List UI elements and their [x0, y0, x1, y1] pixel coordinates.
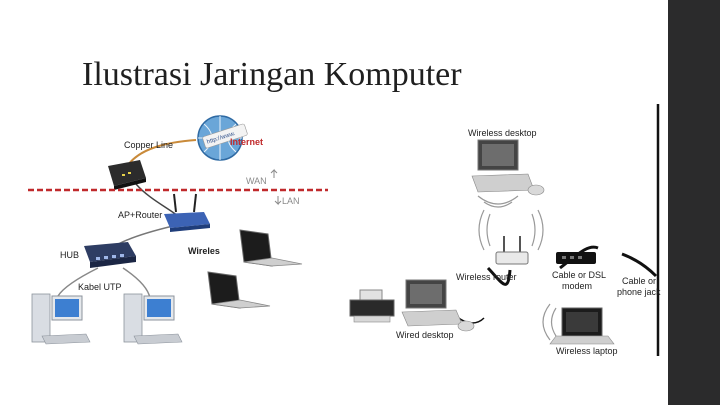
printer-icon	[349, 289, 395, 323]
wireless-router-label: Wireless router	[456, 272, 517, 282]
left-network-diagram: http://www. Internet Copper Line WAN LAN…	[28, 108, 328, 354]
ap-router-label: AP+Router	[118, 210, 162, 220]
modem-icon	[108, 160, 146, 190]
internet-globe-icon: http://www.	[197, 115, 248, 161]
wan-label: WAN	[246, 176, 267, 186]
wired-desktop-label: Wired desktop	[396, 330, 454, 340]
desktop-computer-icon	[31, 293, 91, 345]
laptop-icon	[239, 229, 303, 267]
modem-label-line2: modem	[562, 281, 592, 291]
laptop-icon	[207, 271, 271, 309]
wired-desktop-icon	[401, 279, 475, 332]
modem-label-line1: Cable or DSL	[552, 270, 606, 280]
jack-label-line1: Cable or	[622, 276, 656, 286]
desktop-computer-icon	[123, 293, 183, 345]
lan-label: LAN	[282, 196, 300, 206]
right-network-diagram: Wireless desktop Wireless router Cable o…	[349, 104, 661, 356]
kabel-utp-label: Kabel UTP	[78, 282, 122, 292]
wireless-desktop-icon	[471, 139, 545, 208]
ap-router-icon	[164, 193, 210, 232]
hub-label: HUB	[60, 250, 79, 260]
slide-title: Ilustrasi Jaringan Komputer	[82, 56, 462, 93]
wireless-desktop-label: Wireless desktop	[468, 128, 537, 138]
wireless-laptop-icon	[542, 303, 615, 345]
wireless-router-icon	[478, 209, 544, 265]
wireles-label: Wireles	[188, 246, 220, 256]
internet-label: Internet	[230, 137, 263, 147]
hub-icon	[84, 242, 136, 268]
jack-label-line2: phone jack	[617, 287, 661, 297]
right-decorative-band	[668, 0, 720, 405]
copper-line-label: Copper Line	[124, 140, 173, 150]
wireless-laptop-label: Wireless laptop	[556, 346, 618, 356]
modem-icon	[556, 252, 596, 264]
